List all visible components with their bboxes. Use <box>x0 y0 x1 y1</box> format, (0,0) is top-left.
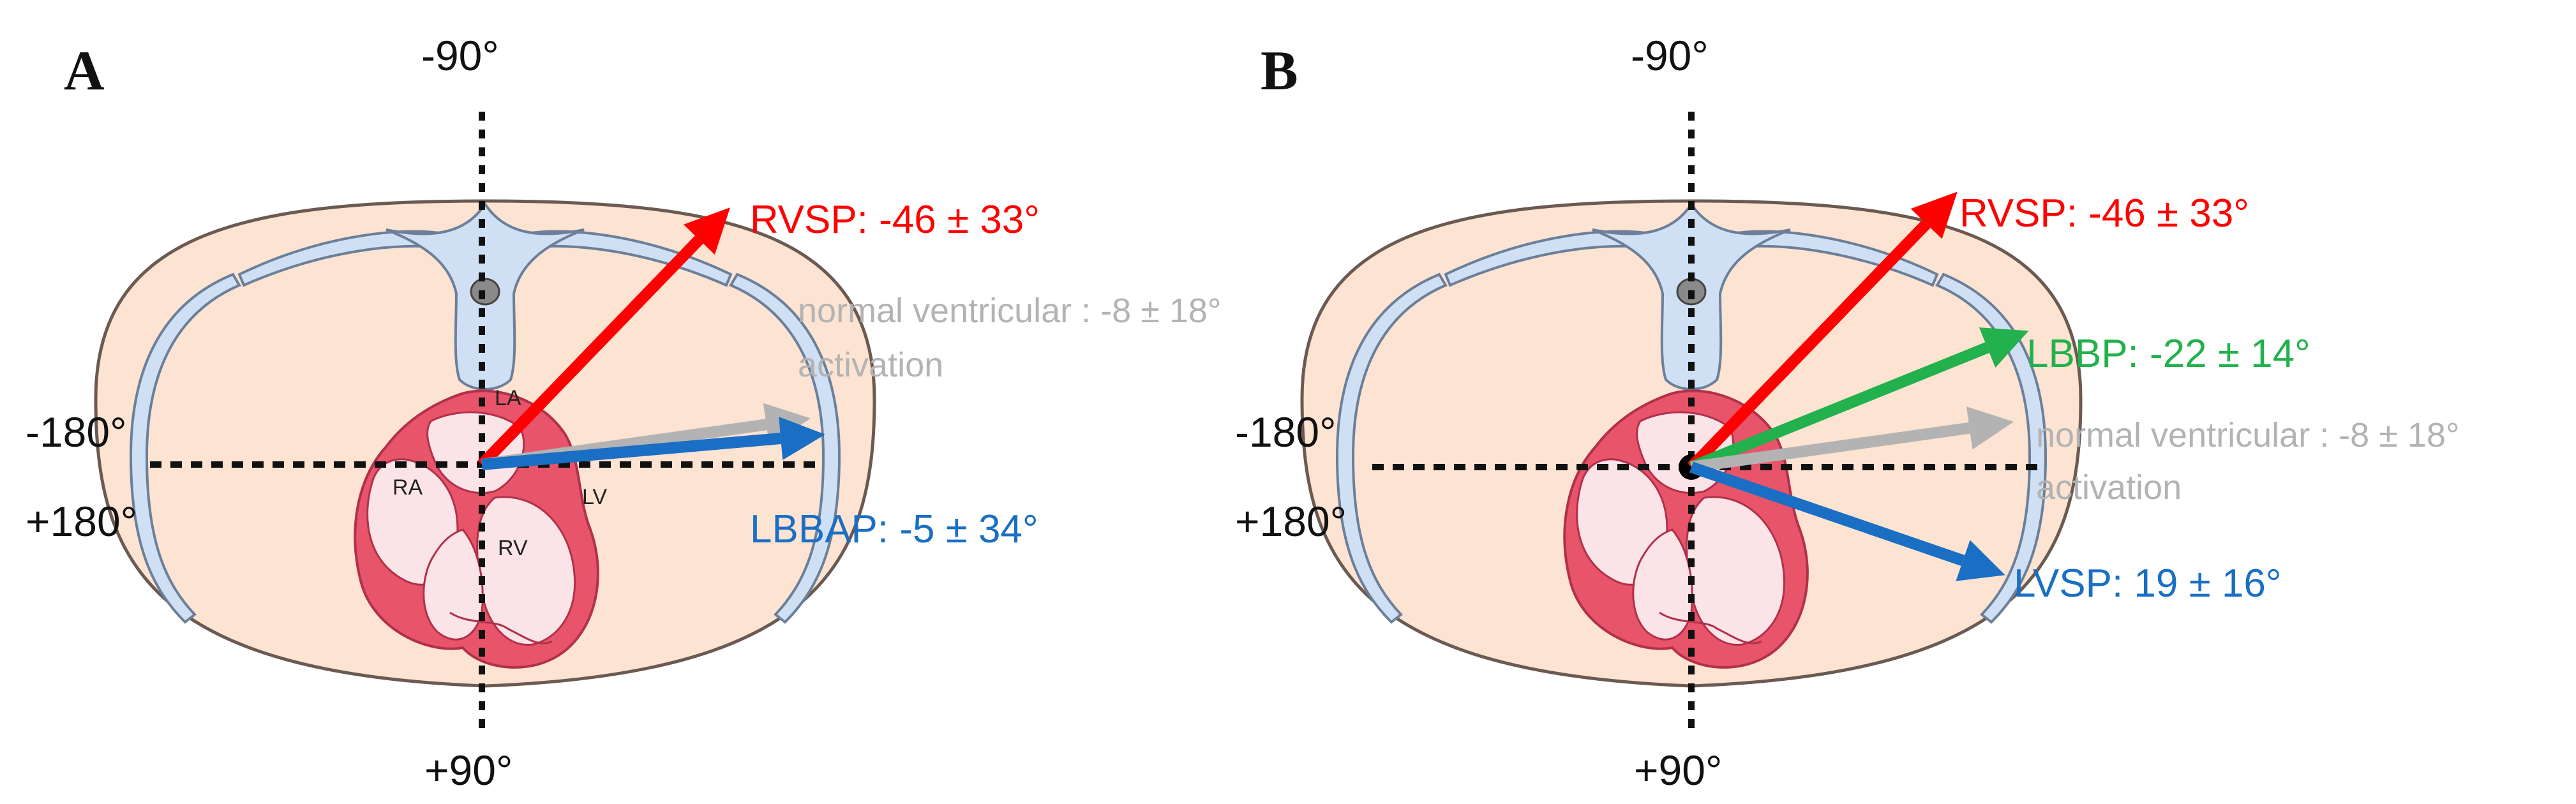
panel-letter-b: B <box>1261 40 1298 102</box>
panel-letter-a: A <box>64 40 105 102</box>
axis-left-upper-label-b: -180° <box>1235 408 1337 456</box>
lvsp-vector-shaft-b <box>1689 461 1965 567</box>
axis-left-lower-label-a: +180° <box>26 498 137 545</box>
rvsp-vector-shaft-a <box>477 235 703 469</box>
chamber-lv-label: LV <box>582 485 607 509</box>
axis-left-upper-label-a: -180° <box>26 408 127 456</box>
lvsp-label-b: LVSP: 19 ± 16° <box>2014 562 2282 606</box>
normal-label-line2-a: activation <box>798 346 943 384</box>
lbbp-vector-shaft-b <box>1689 342 1989 473</box>
normal-vector-arrowhead-b <box>1966 406 2014 450</box>
axis-top-label-b: -90° <box>1631 32 1709 79</box>
vector-group-a <box>477 207 825 470</box>
axis-top-label-a: -90° <box>421 32 499 79</box>
chamber-rv-label: RV <box>498 536 528 560</box>
panel-b: B -90° +90° -180° +180° RVSP: -46 ± 33° … <box>1235 32 2459 794</box>
rvsp-vector-arrowhead-a <box>683 207 731 255</box>
lbbap-label-a: LBBAP: -5 ± 34° <box>750 507 1038 551</box>
chamber-la-label: LA <box>495 386 521 410</box>
axis-bottom-label-a: +90° <box>424 747 513 794</box>
normal-label-line1-b: normal ventricular : -8 ± 18° <box>2036 416 2459 454</box>
lbbp-vector-arrowhead-b <box>1979 327 2029 368</box>
panel-a: A -90° +90° -180° +180° LA RA LV RV RVSP… <box>26 32 1221 794</box>
axis-left-lower-label-b: +180° <box>1235 498 1347 545</box>
chamber-ra-label: RA <box>393 475 423 500</box>
rvsp-label-a: RVSP: -46 ± 33° <box>750 198 1040 242</box>
rvsp-vector-arrowhead-b <box>1910 191 1958 239</box>
normal-label-line2-b: activation <box>2036 468 2182 507</box>
lbbap-vector-shaft-a <box>481 433 781 470</box>
lvsp-vector-arrowhead-b <box>1956 540 2005 581</box>
rvsp-vector-shaft-b <box>1687 220 1931 472</box>
lbbap-vector-arrowhead-a <box>779 417 825 460</box>
vector-group-b <box>1687 191 2029 581</box>
axis-bottom-label-b: +90° <box>1634 747 1722 794</box>
normal-label-line1-a: normal ventricular : -8 ± 18° <box>798 292 1221 330</box>
rvsp-label-b: RVSP: -46 ± 33° <box>1959 191 2249 235</box>
lbbp-label-b: LBBP: -22 ± 14° <box>2026 332 2310 376</box>
normal-vector-shaft-b <box>1690 422 1970 473</box>
